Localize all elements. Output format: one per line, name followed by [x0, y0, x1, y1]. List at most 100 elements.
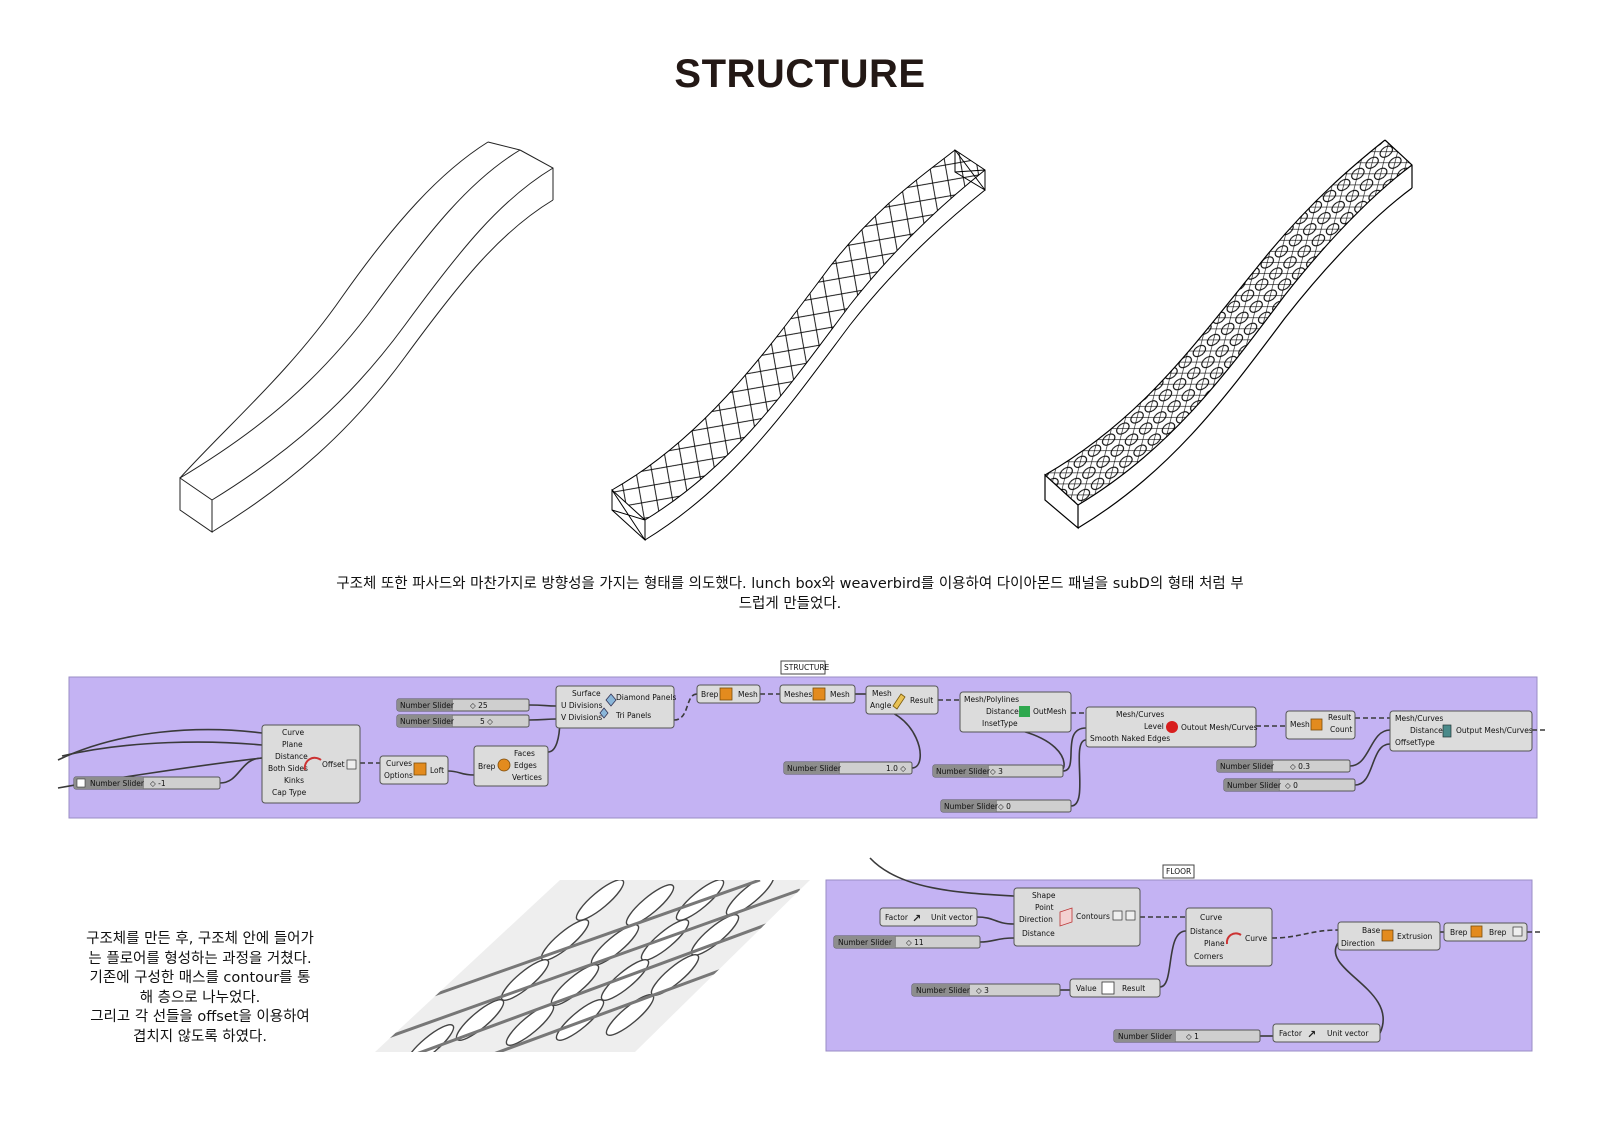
svg-text:Distance: Distance [986, 707, 1019, 716]
weld-component[interactable]: Mesh Angle Result [865, 685, 939, 715]
svg-text:V Divisions: V Divisions [561, 713, 602, 722]
number-slider-u-divisions[interactable]: Number Slider ◇ 25 [396, 698, 530, 712]
mesh-join-component[interactable]: Meshes Mesh [779, 684, 856, 704]
structure-group-tag-label: STRUCTURE [784, 663, 830, 672]
negative-component[interactable]: Value Result [1069, 978, 1161, 998]
svg-text:Factor: Factor [885, 913, 909, 922]
mesh-brep-component[interactable]: Brep Mesh [696, 684, 761, 704]
svg-text:InsetType: InsetType [982, 719, 1018, 728]
svg-text:◇ 0: ◇ 0 [1285, 781, 1298, 790]
svg-text:Number Slider: Number Slider [936, 767, 991, 776]
svg-text:Options: Options [384, 771, 413, 780]
diamond-panels-component[interactable]: Surface U Divisions V Divisions Diamond … [555, 685, 676, 729]
svg-text:◇ 25: ◇ 25 [470, 701, 488, 710]
loft-icon [413, 762, 427, 776]
weld-icon [892, 693, 906, 710]
svg-text:Result: Result [910, 696, 933, 705]
svg-text:Mesh/Curves: Mesh/Curves [1395, 714, 1443, 723]
svg-text:◇ 3: ◇ 3 [976, 986, 989, 995]
number-slider-offset[interactable]: Number Slider ◇ -1 [73, 776, 221, 790]
number-slider-thicken-distance[interactable]: Number Slider ◇ 0.3 [1216, 759, 1351, 773]
svg-text:Curves: Curves [386, 759, 412, 768]
svg-text:◇ 1: ◇ 1 [1186, 1032, 1199, 1041]
deconstruct-brep-component[interactable]: Brep Faces Edges Vertices [473, 745, 549, 787]
svg-text:Value: Value [1076, 984, 1097, 993]
thicken-component[interactable]: Mesh/Curves Distance OffsetType Output M… [1389, 710, 1533, 752]
offset-curve-component[interactable]: Curve Distance Plane Corners Curve [1185, 907, 1273, 967]
svg-text:Result: Result [1328, 713, 1351, 722]
svg-text:Corners: Corners [1194, 952, 1223, 961]
number-slider-extrude-height[interactable]: Number Slider ◇ 1 [1113, 1029, 1261, 1043]
svg-text:Number Slider: Number Slider [944, 802, 999, 811]
thicken-icon [1442, 724, 1452, 738]
number-slider-weld-angle[interactable]: Number Slider 1.0 ◇ [783, 761, 913, 775]
svg-text:◇ 0: ◇ 0 [998, 802, 1011, 811]
svg-text:◇ -1: ◇ -1 [150, 779, 166, 788]
clean-mesh-component[interactable]: Mesh Result Count [1285, 710, 1356, 740]
svg-text:Result: Result [1122, 984, 1145, 993]
svg-text:Tri Panels: Tri Panels [615, 711, 651, 720]
clean-mesh-icon [1310, 718, 1323, 731]
svg-text:Brep: Brep [1450, 928, 1468, 937]
floor-description-line: 구조체를 만든 후, 구조체 안에 들어가 [86, 931, 314, 947]
svg-text:Curve: Curve [1200, 913, 1223, 922]
svg-text:Factor: Factor [1279, 1029, 1303, 1038]
svg-text:Extrusion: Extrusion [1397, 932, 1433, 941]
svg-text:Meshes: Meshes [784, 690, 812, 699]
svg-text:Mesh/Curves: Mesh/Curves [1116, 710, 1164, 719]
number-slider-v-divisions[interactable]: Number Slider 5 ◇ [396, 714, 530, 728]
flatten-icon[interactable] [1125, 910, 1136, 921]
svg-text:Mesh/Polylines: Mesh/Polylines [964, 695, 1019, 704]
loft-component[interactable]: Curves Options Loft [379, 755, 449, 785]
number-slider-contour-distance[interactable]: Number Slider ◇ 11 [833, 935, 981, 949]
expand-icon-floor[interactable] [1512, 926, 1523, 937]
number-slider-smooth-edges[interactable]: Number Slider ◇ 0 [940, 799, 1072, 813]
number-slider-offset-type[interactable]: Number Slider ◇ 0 [1223, 778, 1356, 792]
svg-text:Distance: Distance [1410, 726, 1443, 735]
contour-component[interactable]: Shape Point Direction Distance Contours [1013, 887, 1141, 947]
svg-text:Brep: Brep [478, 762, 496, 771]
structure-group-tag[interactable] [780, 660, 826, 675]
beam-mesh-drawing [1044, 139, 1413, 530]
brep-param-component[interactable]: Brep Brep [1443, 922, 1528, 942]
offset-icon [303, 756, 322, 771]
beam-solid-drawing [179, 141, 554, 533]
svg-text:Loft: Loft [430, 766, 444, 775]
svg-text:Mesh: Mesh [1290, 720, 1310, 729]
floor-description-line: 는 플로어를 형성하는 과정을 거쳤다. [88, 950, 312, 967]
explode-brep-icon [497, 758, 511, 772]
expand-icon[interactable] [346, 759, 357, 770]
unit-z-icon-2: ↗ [1307, 1028, 1316, 1041]
subdivide-icon [1166, 721, 1178, 733]
svg-text:Plane: Plane [282, 740, 303, 749]
svg-text:Unit vector: Unit vector [1327, 1029, 1369, 1038]
floor-group-tag[interactable] [1162, 864, 1195, 879]
floor-description-line: 그리고 각 선들을 offset을 이용하여 [90, 1009, 310, 1025]
svg-text:Point: Point [1035, 903, 1054, 912]
svg-text:Direction: Direction [1341, 939, 1375, 948]
svg-text:Curve: Curve [1245, 934, 1268, 943]
svg-text:Unit vector: Unit vector [931, 913, 973, 922]
svg-text:Mesh: Mesh [830, 690, 850, 699]
svg-text:Plane: Plane [1204, 939, 1225, 948]
inset-component[interactable]: Mesh/Polylines Distance InsetType OutMes… [959, 691, 1072, 733]
unit-z-component-top[interactable]: Factor ↗ Unit vector [879, 907, 978, 927]
graft-icon[interactable] [1112, 910, 1123, 921]
svg-text:Vertices: Vertices [512, 773, 542, 782]
catmull-clark-component[interactable]: Mesh/Curves Level Smooth Naked Edges Out… [1085, 706, 1258, 748]
svg-text:Outout Mesh/Curves: Outout Mesh/Curves [1181, 723, 1258, 732]
extrude-component[interactable]: Base Direction Extrusion [1337, 921, 1441, 951]
unit-z-component-bottom[interactable]: Factor ↗ Unit vector [1272, 1023, 1381, 1043]
offset-component[interactable]: Curve Plane Distance Both Sides Kinks Ca… [261, 724, 361, 804]
svg-text:Number Slider: Number Slider [838, 938, 893, 947]
svg-text:Diamond Panels: Diamond Panels [616, 693, 676, 702]
svg-text:Distance: Distance [1190, 927, 1223, 936]
page-title: STRUCTURE [674, 52, 926, 96]
svg-text:Number Slider: Number Slider [916, 986, 971, 995]
number-slider-subd-level[interactable]: Number Slider ◇ 3 [932, 764, 1064, 778]
number-slider-floor-count[interactable]: Number Slider ◇ 3 [911, 983, 1061, 997]
svg-text:OffsetType: OffsetType [1395, 738, 1435, 747]
beam-lattice-drawing [611, 149, 986, 542]
svg-text:Faces: Faces [514, 749, 535, 758]
svg-text:Shape: Shape [1032, 891, 1056, 900]
